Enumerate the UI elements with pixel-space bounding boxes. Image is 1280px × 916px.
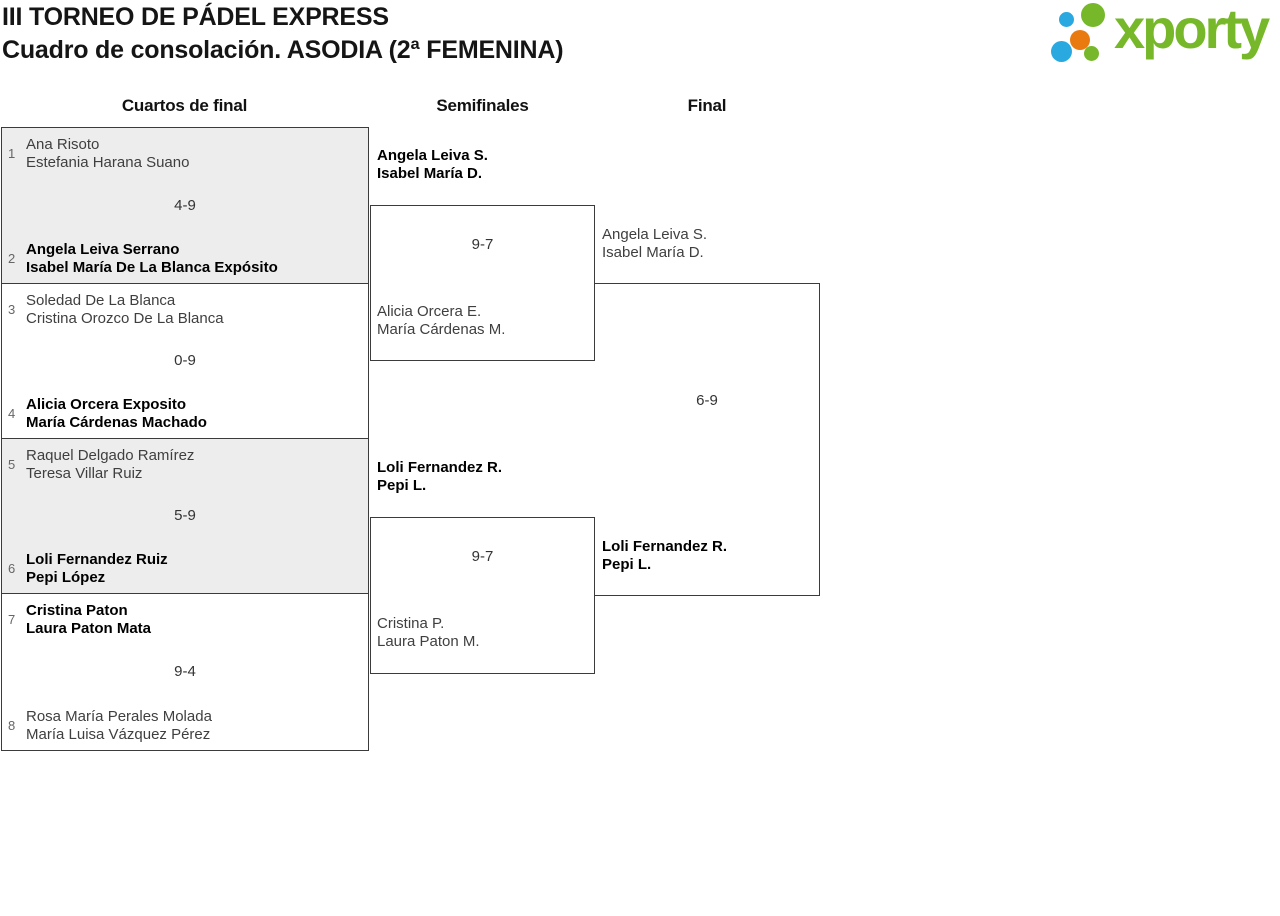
player-name: Rosa María Perales Molada — [26, 708, 212, 725]
player-name: Laura Paton Mata — [26, 620, 152, 637]
logo-dot-green-small-icon — [1084, 46, 1099, 61]
player-name: Ana Risoto — [26, 136, 100, 153]
team-pair-label: Angela Leiva Serrano Isabel María De La … — [26, 241, 278, 277]
seed-number: 2 — [8, 251, 16, 266]
player-name: Angela Leiva S. — [602, 226, 708, 243]
xporty-logo[interactable]: xporty — [1048, 0, 1278, 70]
player-name: Isabel María De La Blanca Expósito — [26, 259, 278, 276]
logo-dot-orange-icon — [1070, 30, 1090, 50]
match-score: 0-9 — [174, 352, 196, 369]
team-slot: 2 Angela Leiva Serrano Isabel María De L… — [2, 241, 368, 277]
player-name: Angela Leiva Serrano — [26, 241, 180, 258]
team-pair-label: Cristina Paton Laura Paton Mata — [26, 602, 151, 638]
logo-dot-green-large-icon — [1081, 3, 1105, 27]
player-name: María Cárdenas M. — [377, 321, 506, 338]
team-pair-label: Raquel Delgado Ramírez Teresa Villar Rui… — [26, 447, 194, 483]
team-pair-label: Alicia Orcera Exposito María Cárdenas Ma… — [26, 396, 207, 432]
seed-number: 4 — [8, 406, 16, 421]
player-name: Pepi López — [26, 569, 106, 586]
player-name: Isabel María D. — [602, 244, 704, 261]
round-header-semifinales: Semifinales — [436, 96, 529, 115]
player-name: Pepi L. — [377, 477, 427, 494]
player-name: Soledad De La Blanca — [26, 292, 176, 309]
player-name: María Cárdenas Machado — [26, 414, 207, 431]
match-quarterfinal-4: 7 Cristina Paton Laura Paton Mata 9-4 8 … — [1, 593, 369, 751]
match-quarterfinal-1: 1 Ana Risoto Estefania Harana Suano 4-9 … — [1, 127, 369, 284]
logo-dot-blue-small-icon — [1059, 12, 1074, 27]
player-name: Laura Paton M. — [377, 633, 480, 650]
player-name: Alicia Orcera E. — [377, 303, 482, 320]
player-name: Alicia Orcera Exposito — [26, 396, 187, 413]
match-score: 9-4 — [174, 663, 196, 680]
team-slot: 6 Loli Fernandez Ruiz Pepi López — [2, 551, 368, 587]
team-label-final-top: Angela Leiva S. Isabel María D. — [602, 226, 707, 262]
seed-number: 1 — [8, 146, 16, 161]
page-header: III TORNEO DE PÁDEL EXPRESS Cuadro de co… — [2, 1, 564, 67]
team-slot: 8 Rosa María Perales Molada María Luisa … — [2, 708, 368, 744]
match-final-box — [594, 283, 820, 596]
team-pair-label: Loli Fernandez Ruiz Pepi López — [26, 551, 168, 587]
team-label-semifinal-2-bottom: Cristina P. Laura Paton M. — [377, 615, 480, 651]
seed-number: 8 — [8, 718, 16, 733]
bracket-subtitle: Cuadro de consolación. ASODIA (2ª FEMENI… — [2, 36, 564, 64]
team-slot: 5 Raquel Delgado Ramírez Teresa Villar R… — [2, 447, 368, 483]
player-name: Loli Fernandez R. — [377, 459, 503, 476]
player-name: Estefania Harana Suano — [26, 154, 190, 171]
player-name: Isabel María D. — [377, 165, 483, 182]
player-name: Cristina Paton — [26, 602, 128, 619]
round-header-final: Final — [687, 96, 727, 115]
match-quarterfinal-2: 3 Soledad De La Blanca Cristina Orozco D… — [1, 283, 369, 439]
player-name: Pepi L. — [602, 556, 652, 573]
player-name: Loli Fernandez R. — [602, 538, 728, 555]
player-name: María Luisa Vázquez Pérez — [26, 726, 211, 743]
player-name: Loli Fernandez Ruiz — [26, 551, 168, 568]
team-label-semifinal-2-top: Loli Fernandez R. Pepi L. — [377, 459, 502, 495]
team-slot: 4 Alicia Orcera Exposito María Cárdenas … — [2, 396, 368, 432]
xporty-logo-text: xporty — [1114, 0, 1270, 60]
team-label-final-bottom: Loli Fernandez R. Pepi L. — [602, 538, 727, 574]
player-name: Angela Leiva S. — [377, 147, 488, 164]
match-score: 4-9 — [174, 196, 196, 214]
seed-number: 5 — [8, 457, 16, 472]
seed-number: 3 — [8, 302, 16, 317]
team-pair-label: Rosa María Perales Molada María Luisa Vá… — [26, 708, 212, 744]
round-header-cuartos-de-final: Cuartos de final — [121, 96, 248, 115]
seed-number: 7 — [8, 612, 16, 627]
tournament-title: III TORNEO DE PÁDEL EXPRESS — [2, 3, 389, 31]
seed-number: 6 — [8, 561, 16, 576]
team-slot: 1 Ana Risoto Estefania Harana Suano — [2, 136, 368, 172]
match-score: 9-7 — [471, 548, 494, 565]
match-score: 6-9 — [696, 392, 718, 409]
team-slot: 3 Soledad De La Blanca Cristina Orozco D… — [2, 292, 368, 328]
team-pair-label: Ana Risoto Estefania Harana Suano — [26, 136, 189, 172]
player-name: Cristina Orozco De La Blanca — [26, 310, 224, 327]
team-pair-label: Soledad De La Blanca Cristina Orozco De … — [26, 292, 224, 328]
match-score: 5-9 — [174, 507, 196, 524]
player-name: Teresa Villar Ruiz — [26, 465, 143, 482]
team-slot: 7 Cristina Paton Laura Paton Mata — [2, 602, 368, 638]
match-score: 9-7 — [471, 236, 494, 253]
team-label-semifinal-1-top: Angela Leiva S. Isabel María D. — [377, 147, 488, 183]
team-label-semifinal-1-bottom: Alicia Orcera E. María Cárdenas M. — [377, 303, 505, 339]
player-name: Cristina P. — [377, 615, 445, 632]
player-name: Raquel Delgado Ramírez — [26, 447, 195, 464]
logo-dot-blue-large-icon — [1051, 41, 1072, 62]
match-quarterfinal-3: 5 Raquel Delgado Ramírez Teresa Villar R… — [1, 438, 369, 594]
